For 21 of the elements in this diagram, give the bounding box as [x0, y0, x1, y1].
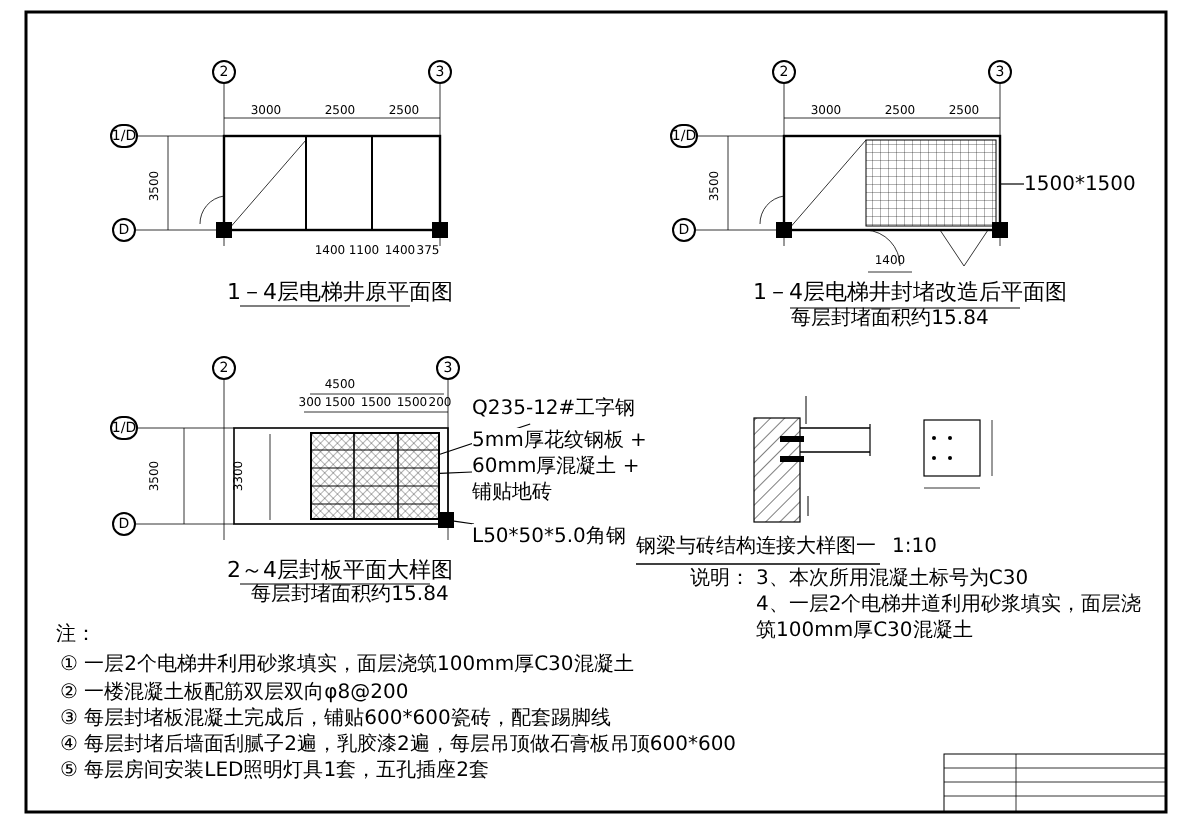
drawing-title: 1－4层电梯井封堵改造后平面图 [753, 281, 1067, 303]
note-text: 4、一层2个电梯井道利用砂浆填实，面层浇筑100mm厚C30混凝土 [756, 592, 1144, 644]
area-note: 每层封堵面积约15.84 [791, 310, 989, 330]
steel-column-block [438, 512, 454, 528]
note-text: 3、本次所用混凝土标号为C30 [756, 566, 1031, 592]
note-text: ④ 每层封堵后墙面刮腻子2遍，乳胶漆2遍，每层吊顶做石膏板吊顶600*600 [60, 732, 737, 758]
drawing-title: 1－4层电梯井原平面图 [227, 281, 453, 303]
leader-line [453, 520, 475, 525]
steel-plate-slab [310, 432, 440, 520]
area-note: 每层封堵面积约15.84 [251, 586, 449, 606]
note-text: 注： [56, 622, 96, 648]
note-text: ⑤ 每层房间安装LED照明灯具1套，五孔插座2套 [60, 758, 489, 784]
leader-line [999, 183, 1025, 185]
note-text: 说明： [690, 566, 750, 592]
note-text: 钢梁与砖结构连接大样图一 [636, 534, 876, 560]
note-text: ③ 每层封堵板混凝土完成后，铺贴600*600瓷砖，配套踢脚线 [60, 706, 611, 732]
note-text: 1:10 [892, 534, 937, 560]
note-text: ② 一楼混凝土板配筋双层双向φ8@200 [60, 680, 409, 706]
note-text: ① 一层2个电梯井利用砂浆填实，面层浇筑100mm厚C30混凝土 [60, 652, 634, 678]
drawing-title: 2～4层封板平面大样图 [227, 559, 453, 581]
leader-line [439, 471, 473, 474]
